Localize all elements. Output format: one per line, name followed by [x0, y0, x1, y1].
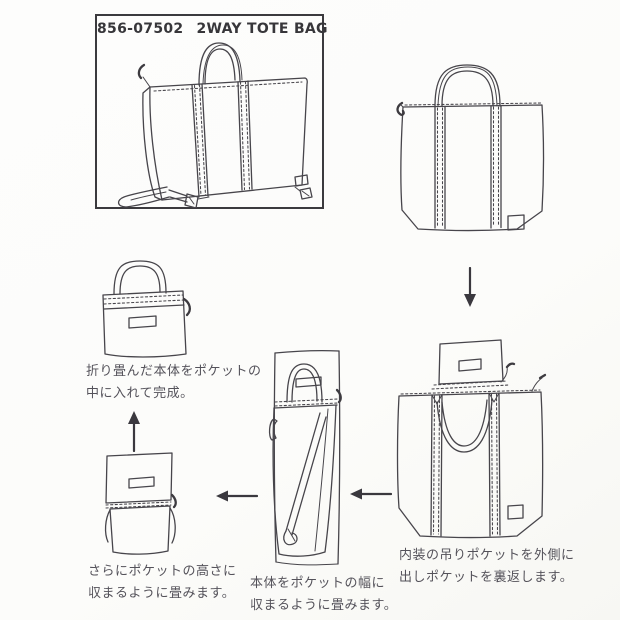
- caption-flip-pocket-line1: 内装の吊りポケットを外側に: [399, 548, 575, 563]
- arrow-left-icon: [350, 488, 392, 500]
- caption-flip-pocket: 内装の吊りポケットを外側に 出しポケットを裏返します。: [399, 545, 575, 589]
- arrow-up-icon: [128, 411, 140, 452]
- product-frame: 856-07502 2WAY TOTE BAG: [95, 14, 328, 209]
- tote-bag-3d-illustration: [117, 42, 313, 208]
- caption-fold-width-line1: 本体をポケットの幅に: [250, 576, 386, 591]
- product-name: 2WAY TOTE BAG: [196, 21, 328, 37]
- caption-fold-width: 本体をポケットの幅に 収まるように畳みます。: [250, 573, 397, 617]
- caption-fold-height-line1: さらにポケットの高さに: [88, 564, 237, 579]
- arrow-down-icon: [464, 267, 476, 307]
- caption-complete: 折り畳んだ本体をポケットの 中に入れて完成。: [86, 361, 262, 405]
- tote-bag-front-illustration: [396, 64, 545, 232]
- bag-folded-tall-illustration: [268, 349, 342, 566]
- bag-folded-small-illustration: [104, 452, 177, 555]
- caption-fold-height: さらにポケットの高さに 収まるように畳みます。: [88, 561, 237, 605]
- caption-fold-height-line2: 収まるように畳みます。: [88, 586, 236, 601]
- caption-complete-line1: 折り畳んだ本体をポケットの: [86, 364, 262, 379]
- caption-complete-line2: 中に入れて完成。: [86, 386, 194, 401]
- pouch-complete-illustration: [102, 260, 191, 358]
- caption-flip-pocket-line2: 出しポケットを裏返します。: [399, 570, 574, 585]
- arrow-left-icon: [216, 490, 258, 502]
- product-code: 856-07502: [97, 21, 184, 37]
- tote-bag-pocket-out-illustration: [396, 339, 547, 539]
- caption-fold-width-line2: 収まるように畳みます。: [250, 598, 398, 613]
- product-title: 856-07502 2WAY TOTE BAG: [97, 21, 328, 37]
